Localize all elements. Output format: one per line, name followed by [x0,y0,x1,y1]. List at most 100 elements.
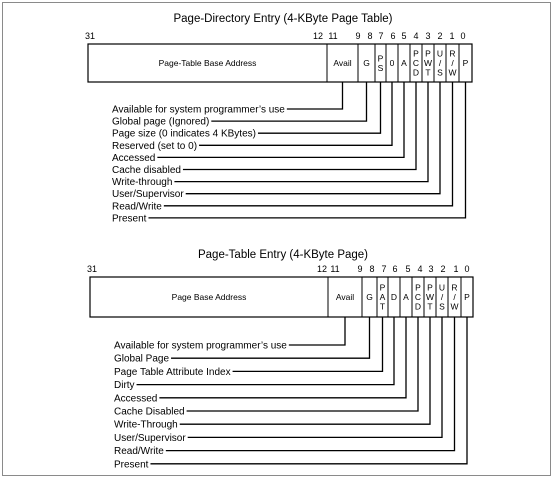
figure-frame [2,2,551,476]
field-label: Reserved (set to 0) [112,141,197,152]
bit-number: 9 [355,31,360,41]
field-text: P [464,292,470,302]
field-label: Accessed [114,393,157,404]
field-label: Write-through [112,177,172,188]
field-text: P [425,49,431,59]
field-text: W [426,292,434,302]
field-label: Page size (0 indicates 4 KBytes) [112,129,256,140]
table-title: Page-Directory Entry (4-KByte Page Table… [173,13,392,25]
field-text: / [451,58,454,68]
field-label: Read/Write [114,446,164,457]
field-text: T [425,68,430,78]
field-text: C [413,58,419,68]
field-text: / [453,292,456,302]
field-text: A [380,292,386,302]
bit-number: 3 [425,31,430,41]
leader-line [211,82,368,122]
field-text: P [427,283,433,293]
leader-line [148,82,467,219]
bit-number: 6 [390,31,395,41]
leader-line [182,82,417,171]
bit-number: 4 [417,264,422,274]
register-box [87,43,473,83]
field-label: Write-Through [114,420,178,431]
field-label: Available for system programmer’s use [114,341,287,352]
field-label: Present [112,213,147,224]
leader-line [179,317,431,425]
bit-number: 1 [449,31,454,41]
field-label: Read/Write [112,201,162,212]
field-text: T [427,302,432,312]
leader-line [174,82,429,183]
field-text: A [403,292,409,302]
field-text: W [448,68,456,78]
bit-number: 4 [413,31,418,41]
leader-line [232,317,384,373]
field-text: P [463,58,469,68]
field-text: Avail [333,58,351,68]
bit-number: 1 [453,264,458,274]
bit-number: 3 [428,264,433,274]
field-label: Present [114,459,149,470]
field-text: P [415,283,421,293]
field-text: S [378,63,384,73]
leader-line [199,82,393,146]
field-text: Avail [336,292,354,302]
bit-number: 5 [405,264,410,274]
leader-line [136,317,395,386]
field-label: Dirty [114,380,135,391]
leader-line [186,317,419,412]
field-text: 0 [390,58,395,68]
bit-number: 12 [317,264,327,274]
leader-line [286,82,344,110]
leader-line [185,82,441,195]
field-text: T [380,302,385,312]
bit-number: 8 [367,31,372,41]
field-text: P [413,49,419,59]
field-text: S [439,302,445,312]
leader-line [159,317,407,399]
leader-line [288,317,346,346]
field-text: R [449,49,455,59]
leader-line [150,317,468,465]
bit-number: 7 [378,31,383,41]
field-text: W [424,58,432,68]
field-text: P [378,53,384,63]
field-text: D [415,302,421,312]
entry-table-1: Page-Directory Entry (4-KByte Page Table… [85,13,473,224]
bit-number: 31 [85,31,95,41]
field-text: C [415,292,421,302]
bit-number: 12 [313,31,323,41]
field-text: R [451,283,457,293]
field-label: Available for system programmer’s use [112,105,285,116]
table-title: Page-Table Entry (4-KByte Page) [198,249,368,261]
bit-number: 11 [328,31,337,41]
field-text: U [439,283,445,293]
bit-number: 8 [369,264,374,274]
bit-number: 7 [381,264,386,274]
bit-number: 31 [87,264,97,274]
field-label: Page Table Attribute Index [114,367,231,378]
field-text: U [437,49,443,59]
field-label: User/Supervisor [114,433,186,444]
field-label: Accessed [112,153,155,164]
leader-line [157,82,405,159]
leader-line [187,317,443,439]
field-label: Global Page [114,354,169,365]
leader-line [257,82,382,134]
bit-number: 0 [460,31,465,41]
bit-number: 6 [392,264,397,274]
field-label: Cache disabled [112,165,181,176]
field-text: S [437,68,443,78]
leader-line [171,317,371,359]
bit-number: 2 [440,264,445,274]
bit-number: 0 [464,264,469,274]
leader-line [163,82,454,207]
register-box [89,276,474,318]
field-text: Page-Table Base Address [159,58,257,68]
field-text: A [401,58,407,68]
bit-number: 11 [330,264,339,274]
